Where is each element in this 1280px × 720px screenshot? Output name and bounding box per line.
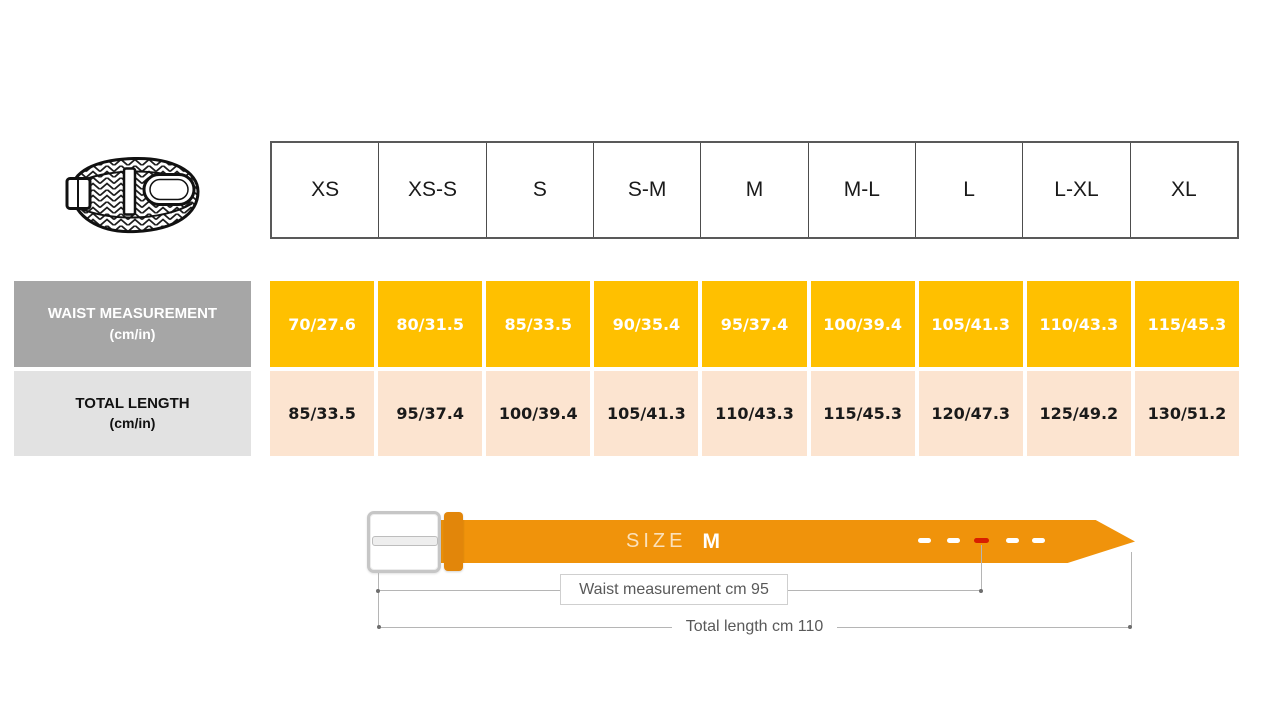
- belt-size-label: SIZE M: [433, 520, 913, 563]
- belt-buckle-prong: [372, 536, 438, 546]
- waist-value-cell: 115/45.3: [1134, 281, 1239, 367]
- row-label-text: TOTAL LENGTH: [75, 394, 190, 412]
- belt-keeper-loop: [444, 512, 463, 571]
- row-label-unit: (cm/in): [109, 415, 156, 432]
- waist-value-cell: 100/39.4: [810, 281, 915, 367]
- length-value-cell: 85/33.5: [270, 371, 375, 456]
- size-column-header: L: [914, 143, 1022, 237]
- waist-value-cell: 95/37.4: [702, 281, 807, 367]
- size-column-header: S: [485, 143, 593, 237]
- waist-measurement-values-row: 70/27.6 80/31.5 85/33.5 90/35.4 95/37.4 …: [270, 281, 1239, 367]
- length-value-cell: 95/37.4: [378, 371, 483, 456]
- waist-value-cell: 105/41.3: [918, 281, 1023, 367]
- size-column-header: S-M: [592, 143, 700, 237]
- size-word: SIZE: [626, 530, 687, 552]
- belt-hole: [918, 538, 931, 543]
- dimension-line-segment: [837, 626, 1131, 628]
- length-value-cell: 105/41.3: [594, 371, 699, 456]
- belt-hole-marked: [974, 538, 989, 543]
- waist-value-cell: 85/33.5: [486, 281, 591, 367]
- size-header-row: XS XS-S S S-M M M-L L L-XL XL: [270, 141, 1239, 239]
- size-column-header: XS-S: [378, 143, 485, 237]
- belt-hole: [1032, 538, 1045, 543]
- total-length-values-row: 85/33.5 95/37.4 100/39.4 105/41.3 110/43…: [270, 371, 1239, 456]
- length-value-cell: 120/47.3: [918, 371, 1023, 456]
- belt-hole: [1006, 538, 1019, 543]
- size-value: M: [702, 529, 720, 553]
- waist-value-cell: 70/27.6: [270, 281, 375, 367]
- waist-measurement-callout: Waist measurement cm 95: [560, 574, 788, 605]
- size-column-header: M-L: [807, 143, 915, 237]
- waist-value-cell: 80/31.5: [378, 281, 483, 367]
- length-value-cell: 110/43.3: [702, 371, 807, 456]
- dimension-line-tip: [1131, 552, 1132, 627]
- braided-belt-icon: [65, 156, 200, 234]
- row-label-text: WAIST MEASUREMENT: [47, 305, 218, 323]
- dimension-line-buckle: [378, 573, 379, 627]
- total-length-dimension-line: Total length cm 110: [377, 617, 1132, 637]
- waist-value-cell: 110/43.3: [1026, 281, 1131, 367]
- waist-measurement-row-label: WAIST MEASUREMENT (cm/in): [14, 281, 251, 367]
- dimension-line-segment: [378, 626, 672, 628]
- length-value-cell: 115/45.3: [810, 371, 915, 456]
- length-value-cell: 100/39.4: [486, 371, 591, 456]
- waist-value-cell: 90/35.4: [594, 281, 699, 367]
- length-value-cell: 130/51.2: [1134, 371, 1239, 456]
- dimension-line-hole: [981, 545, 982, 590]
- size-column-header: XL: [1129, 143, 1237, 237]
- size-column-header: M: [700, 143, 807, 237]
- belt-hole: [947, 538, 960, 543]
- size-column-header: XS: [311, 178, 340, 201]
- length-value-cell: 125/49.2: [1026, 371, 1131, 456]
- row-label-unit: (cm/in): [109, 325, 156, 342]
- size-column-header: L-XL: [1022, 143, 1129, 237]
- total-length-row-label: TOTAL LENGTH (cm/in): [14, 371, 251, 456]
- total-length-annotation: Total length cm 110: [685, 618, 824, 635]
